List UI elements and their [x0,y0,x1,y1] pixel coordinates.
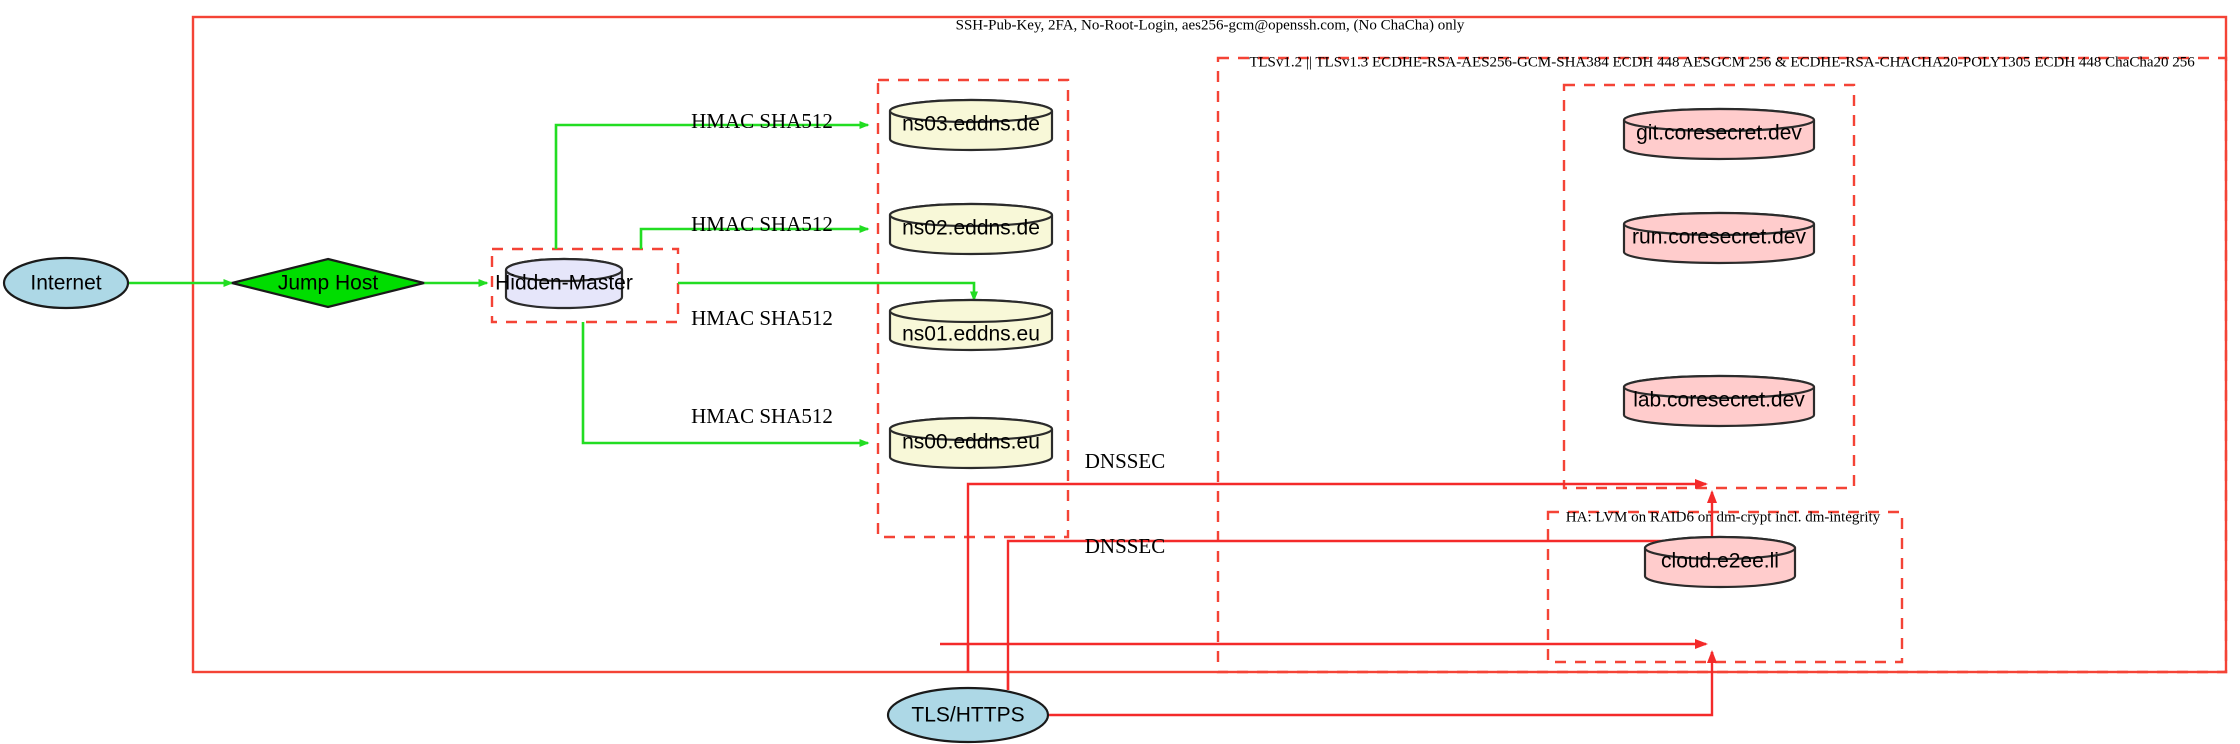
edge-tls-https-to-cloud [1048,650,1717,717]
ssh-policy-boundary [191,15,2228,674]
node-hidden-master[interactable]: Hidden-Master [495,257,633,310]
tls-policy-label: TLSv1.2 || TLSv1.3 ECDHE-RSA-AES256-GCM-… [1249,54,2195,70]
node-internet-label: Internet [30,272,101,295]
ha-storage-boundary [1546,510,1904,664]
node-tls-https-label: TLS/HTTPS [911,704,1024,727]
edge-label-hmac-ns01: HMAC SHA512 [691,306,833,330]
edge-hidden-master-to-ns00 [581,322,870,447]
coresecret-services-boundary [1562,83,1856,490]
ha-storage-label: HA: LVM on RAID6 on dm-crypt incl. dm-in… [1566,509,1881,525]
node-lab-coresecret-label: lab.coresecret.dev [1633,389,1805,412]
node-ns01-label: ns01.eddns.eu [902,323,1040,346]
node-hidden-master-label: Hidden-Master [495,272,633,295]
edge-dnssec-lower [1006,490,1717,690]
node-ns03[interactable]: ns03.eddns.de [888,98,1054,152]
node-ns02[interactable]: ns02.eddns.de [888,202,1054,256]
node-cloud-e2ee[interactable]: cloud.e2ee.li [1643,535,1797,589]
ssh-policy-label: SSH-Pub-Key, 2FA, No-Root-Login, aes256-… [956,17,1465,33]
edge-hidden-master-to-ns02 [639,225,870,249]
node-tls-https[interactable]: TLS/HTTPS [886,686,1050,744]
node-ns03-label: ns03.eddns.de [902,113,1040,136]
edge-label-dnssec-upper: DNSSEC [1085,449,1166,473]
edge-hidden-master-to-ns01 [678,281,978,302]
nameservers-boundary [876,78,1070,539]
edge-label-hmac-ns02: HMAC SHA512 [691,212,833,236]
node-ns01[interactable]: ns01.eddns.eu [888,298,1054,352]
node-internet[interactable]: Internet [2,256,130,310]
node-git-coresecret-label: git.coresecret.dev [1636,122,1802,145]
edge-hidden-master-to-ns03 [554,121,870,249]
node-jump-host-label: Jump Host [278,272,379,295]
edge-label-dnssec-lower: DNSSEC [1085,534,1166,558]
node-run-coresecret-label: run.coresecret.dev [1632,226,1806,249]
node-ns00[interactable]: ns00.eddns.eu [888,416,1054,470]
edge-label-hmac-ns00: HMAC SHA512 [691,404,833,428]
node-ns02-label: ns02.eddns.de [902,217,1040,240]
node-lab-coresecret[interactable]: lab.coresecret.dev [1622,374,1816,428]
node-git-coresecret[interactable]: git.coresecret.dev [1622,107,1816,161]
node-ns00-label: ns00.eddns.eu [902,431,1040,454]
edge-label-hmac-ns03: HMAC SHA512 [691,109,833,133]
hidden-master-boundary [490,247,680,324]
node-cloud-e2ee-label: cloud.e2ee.li [1661,550,1779,573]
node-jump-host[interactable]: Jump Host [231,257,425,309]
edge-dnssec-upper [966,479,1708,672]
node-run-coresecret[interactable]: run.coresecret.dev [1622,211,1816,265]
tls-policy-boundary [1216,56,2228,674]
